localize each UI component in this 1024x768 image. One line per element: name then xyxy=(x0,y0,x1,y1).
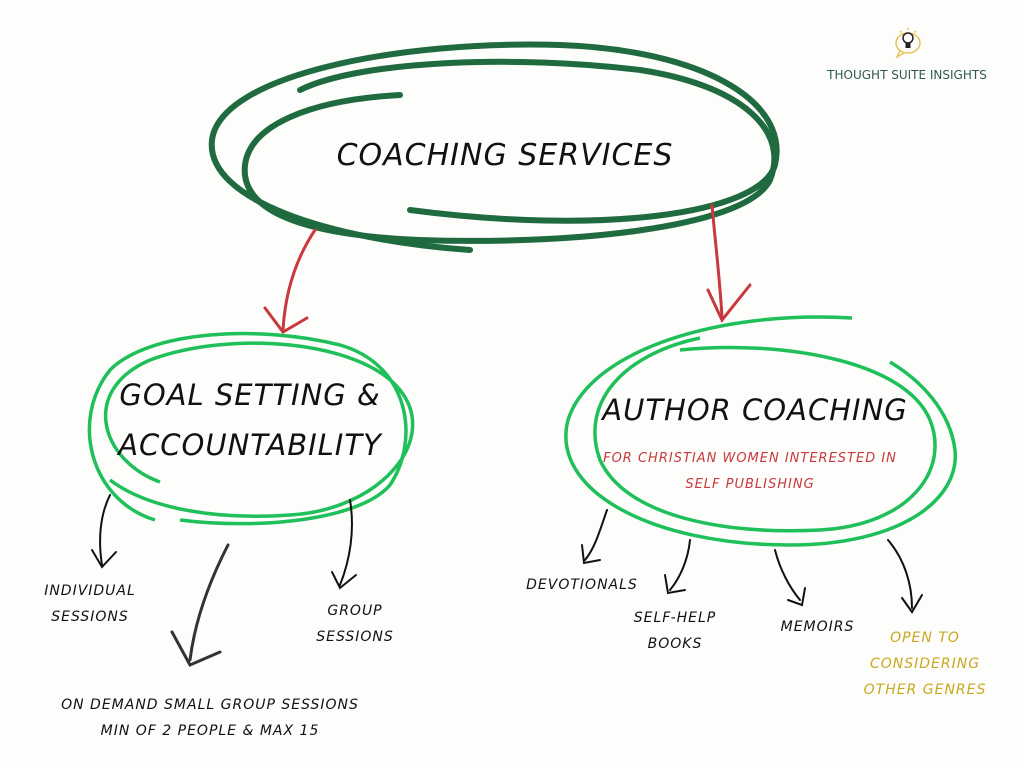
right-ellipse xyxy=(564,315,957,547)
left-child-arrows xyxy=(91,494,357,667)
logo: THOUGHT SUITE INSIGHTS xyxy=(812,26,1002,82)
right-label: AUTHOR COACHING xyxy=(602,393,908,427)
right-note: FOR CHRISTIAN WOMEN INTERESTED IN SELF P… xyxy=(590,446,910,498)
child-line: SESSIONS xyxy=(51,609,129,625)
note-line: SELF PUBLISHING xyxy=(685,477,815,492)
child-line: SESSIONS xyxy=(316,629,394,645)
root-arrows xyxy=(263,203,752,334)
left-label-line2: ACCOUNTABILITY xyxy=(118,428,382,462)
child-line: OTHER GENRES xyxy=(863,682,987,698)
child-line: GROUP xyxy=(327,603,383,619)
left-label-line1: GOAL SETTING & xyxy=(119,378,381,412)
child-line: CONSIDERING xyxy=(869,656,981,672)
child-devotionals: DEVOTIONALS xyxy=(522,572,642,598)
root-ellipse xyxy=(208,41,780,253)
logo-text: THOUGHT SUITE INSIGHTS xyxy=(827,68,987,82)
right-child-arrows xyxy=(581,509,923,614)
lightbulb-icon xyxy=(895,28,921,59)
left-ellipse xyxy=(87,331,415,526)
child-self-help-books: SELF-HELP BOOKS xyxy=(620,605,730,657)
child-line: BOOKS xyxy=(647,636,703,652)
child-on-demand: ON DEMAND SMALL GROUP SESSIONS MIN OF 2 … xyxy=(50,692,370,744)
child-line: ON DEMAND SMALL GROUP SESSIONS xyxy=(61,697,359,713)
child-line: DEVOTIONALS xyxy=(526,577,638,593)
root-label: COACHING SERVICES xyxy=(336,138,674,173)
child-line: MIN OF 2 PEOPLE & MAX 15 xyxy=(100,723,320,739)
child-memoirs: MEMOIRS xyxy=(770,614,865,640)
note-line: FOR CHRISTIAN WOMEN INTERESTED IN xyxy=(603,451,897,466)
child-group-sessions: GROUP SESSIONS xyxy=(300,598,410,650)
child-individual-sessions: INDIVIDUAL SESSIONS xyxy=(30,578,150,630)
child-line: SELF-HELP xyxy=(633,610,717,626)
child-line: MEMOIRS xyxy=(780,619,855,635)
child-line: INDIVIDUAL xyxy=(44,583,136,599)
child-line: OPEN TO xyxy=(890,630,960,646)
child-other-genres: OPEN TO CONSIDERING OTHER GENRES xyxy=(860,625,990,703)
